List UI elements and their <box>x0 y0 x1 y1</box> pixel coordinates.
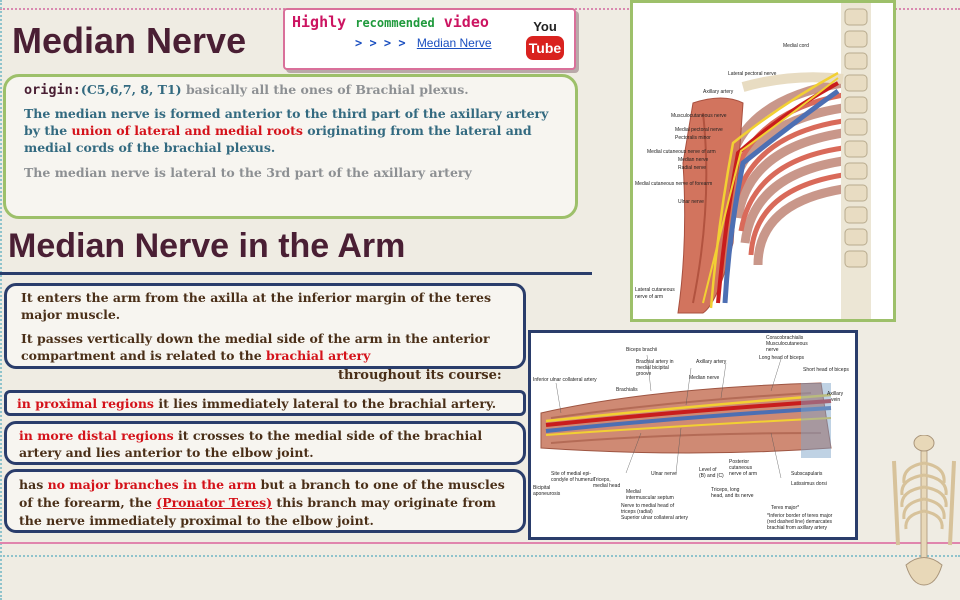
svg-text:Ulnar nerve: Ulnar nerve <box>678 199 704 205</box>
no-major-branches-highlight: no major branches in the arm <box>47 477 257 492</box>
svg-text:Axillary artery: Axillary artery <box>703 89 734 95</box>
svg-text:Level of: Level of <box>699 467 717 473</box>
brachial-artery-highlight: brachial artery <box>266 348 371 363</box>
arm-course-box: It enters the arm from the axilla at the… <box>4 283 526 369</box>
svg-text:Musculocutaneous nerve: Musculocutaneous nerve <box>671 113 727 119</box>
svg-text:Axillary: Axillary <box>827 391 844 397</box>
svg-text:Bicipital: Bicipital <box>533 485 550 491</box>
svg-text:groove: groove <box>636 371 652 377</box>
svg-text:nerve: nerve <box>766 347 779 353</box>
svg-text:Median nerve: Median nerve <box>689 375 720 381</box>
youtube-you-text: You <box>533 19 557 34</box>
svg-text:Pectoralis minor: Pectoralis minor <box>675 135 711 141</box>
bottom-teal-line <box>0 555 960 557</box>
svg-text:Site of medial epi-: Site of medial epi- <box>551 471 591 477</box>
svg-text:Superior ulnar collateral arte: Superior ulnar collateral artery <box>621 515 688 521</box>
bottom-pink-line <box>0 542 960 544</box>
svg-text:Median nerve: Median nerve <box>678 157 709 163</box>
origin-roots: (C5,6,7, 8, T1) <box>80 82 182 97</box>
arm-paragraph-enters: It enters the arm from the axilla at the… <box>21 290 491 322</box>
svg-text:Musculocutaneous: Musculocutaneous <box>766 341 808 347</box>
video-word: video <box>443 13 489 31</box>
svg-text:Medial cord: Medial cord <box>783 43 809 49</box>
youtube-icon[interactable]: You Tube <box>523 17 567 63</box>
svg-text:(B) and (C): (B) and (C) <box>699 473 724 479</box>
arrows-text: > > > > <box>355 36 406 50</box>
svg-text:Subscapularis: Subscapularis <box>791 471 823 477</box>
svg-text:Triceps,: Triceps, <box>593 477 611 483</box>
svg-text:head, and its nerve: head, and its nerve <box>711 493 754 499</box>
svg-text:nerve of arm: nerve of arm <box>729 471 757 477</box>
vertical-dotted-line <box>0 0 2 600</box>
svg-text:Latissimus dorsi: Latissimus dorsi <box>791 481 827 487</box>
svg-text:(red dashed line) demarcates: (red dashed line) demarcates <box>767 519 833 525</box>
union-of-roots-highlight: union of lateral and medial roots <box>71 123 303 138</box>
svg-text:nerve of arm: nerve of arm <box>635 294 663 300</box>
skeleton-decoration <box>892 435 956 586</box>
origin-paragraph-formation: The median nerve is formed anterior to t… <box>24 106 549 155</box>
pronator-teres-link[interactable]: (Pronator Teres) <box>156 495 273 510</box>
svg-text:Posterior: Posterior <box>729 459 749 465</box>
svg-text:Long head of biceps: Long head of biceps <box>759 355 805 361</box>
svg-text:Coracobrachialis: Coracobrachialis <box>766 335 804 341</box>
svg-text:Medial cutaneous nerve of arm: Medial cutaneous nerve of arm <box>647 149 716 155</box>
brachial-plexus-illustration: Medial cord Lateral pectoral nerve Axill… <box>635 3 871 319</box>
svg-text:Triceps, long: Triceps, long <box>711 487 740 493</box>
arm-paragraph-passes: It passes vertically down the medial sid… <box>21 331 490 363</box>
svg-text:Biceps brachii: Biceps brachii <box>626 347 657 353</box>
svg-text:Nerve to medial head of: Nerve to medial head of <box>621 503 675 509</box>
svg-text:cutaneous: cutaneous <box>729 465 753 471</box>
branches-box: has no major branches in the arm but a b… <box>4 469 526 533</box>
svg-text:Brachialis: Brachialis <box>616 387 638 393</box>
origin-rest: basically all the ones of Brachial plexu… <box>181 82 469 97</box>
svg-text:Inferior ulnar collateral arte: Inferior ulnar collateral artery <box>533 377 597 383</box>
highly-text: Highly <box>292 13 347 31</box>
arm-anatomy-figure: Biceps brachii Coracobrachialis Musculoc… <box>528 330 858 540</box>
brachial-plexus-figure: Medial cord Lateral pectoral nerve Axill… <box>630 0 896 322</box>
svg-text:triceps (radial): triceps (radial) <box>621 509 653 515</box>
svg-text:medial head: medial head <box>593 483 620 489</box>
arm-anatomy-illustration: Biceps brachii Coracobrachialis Musculoc… <box>533 335 849 531</box>
spine-shape <box>841 3 871 319</box>
svg-text:Ulnar nerve: Ulnar nerve <box>651 471 677 477</box>
svg-text:Short head of biceps: Short head of biceps <box>803 367 849 373</box>
youtube-tube-text: Tube <box>526 36 564 60</box>
section-title: Median Nerve in the Arm <box>8 227 406 265</box>
proximal-box: in proximal regions it lies immediately … <box>4 390 526 416</box>
svg-text:aponeurosis: aponeurosis <box>533 491 561 497</box>
svg-text:vein: vein <box>831 397 840 403</box>
distal-highlight: in more distal regions <box>19 428 174 443</box>
section-underline <box>0 272 592 275</box>
svg-text:condyle of humerus: condyle of humerus <box>551 477 595 483</box>
svg-text:Medial pectoral nerve: Medial pectoral nerve <box>675 127 723 133</box>
svg-text:Teres major*: Teres major* <box>771 505 799 511</box>
svg-text:medial bicipital: medial bicipital <box>636 365 669 371</box>
throughout-text: throughout its course: <box>338 368 502 383</box>
svg-text:Lateral cutaneous: Lateral cutaneous <box>635 287 675 293</box>
recommended-text: recommended <box>355 16 435 30</box>
origin-box: origin:(C5,6,7, 8, T1) basically all the… <box>3 74 578 219</box>
svg-text:Brachial artery in: Brachial artery in <box>636 359 674 365</box>
svg-text:Medial cutaneous nerve of fore: Medial cutaneous nerve of forearm <box>635 181 712 187</box>
origin-paragraph-lateral: The median nerve is lateral to the 3rd p… <box>24 165 472 180</box>
origin-label: origin: <box>24 82 81 98</box>
svg-text:*Inferior border of teres majo: *Inferior border of teres major <box>767 513 833 519</box>
video-recommendation-box: Highly recommended video > > > > Median … <box>283 8 576 70</box>
svg-text:brachial from axillary artery: brachial from axillary artery <box>767 525 828 531</box>
page-title: Median Nerve <box>12 20 247 61</box>
svg-text:Lateral pectoral nerve: Lateral pectoral nerve <box>728 71 777 77</box>
median-nerve-video-link[interactable]: Median Nerve <box>416 36 492 50</box>
svg-text:Medial: Medial <box>626 489 641 495</box>
proximal-highlight: in proximal regions <box>17 396 154 411</box>
distal-box: in more distal regions it crosses to the… <box>4 421 526 465</box>
svg-text:Axillary artery: Axillary artery <box>696 359 727 365</box>
svg-text:intermuscular septum: intermuscular septum <box>626 495 674 501</box>
svg-text:Radial nerve: Radial nerve <box>678 165 706 171</box>
